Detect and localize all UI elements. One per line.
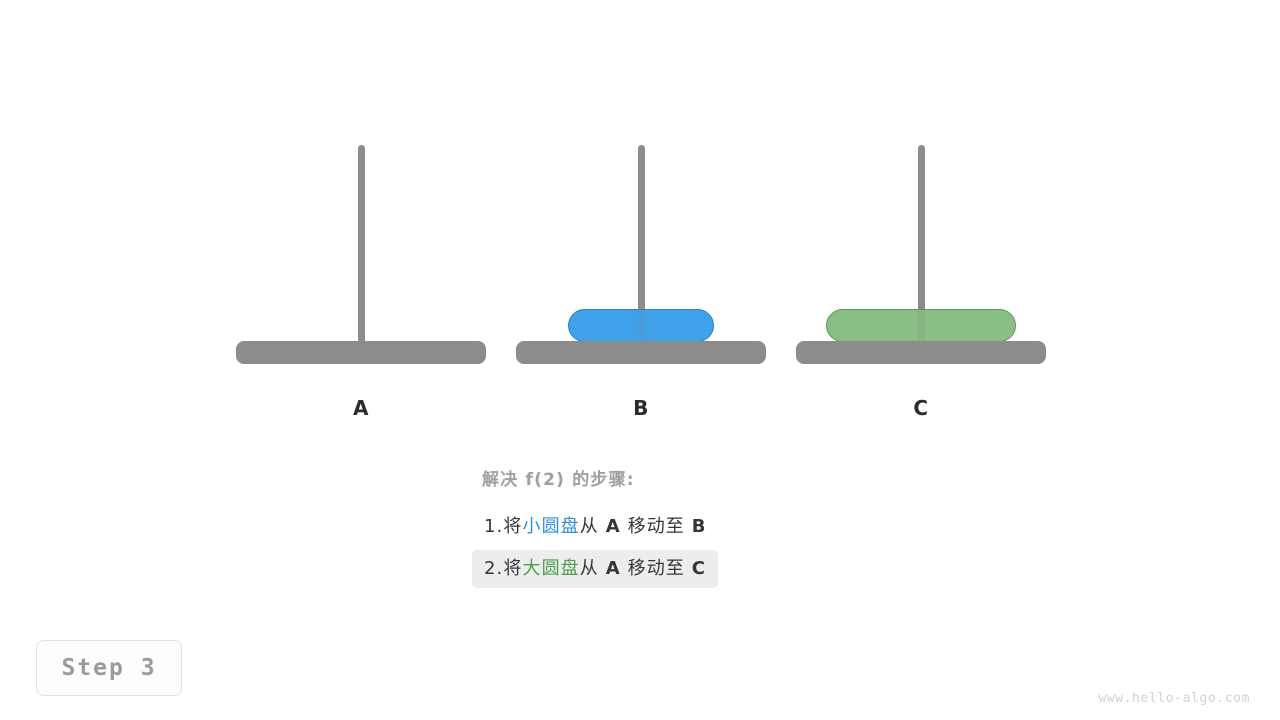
- step-1-move-word: 移动至: [627, 516, 685, 537]
- step-2-verb: 将: [503, 558, 523, 579]
- towers-stage: A B C: [236, 0, 1046, 440]
- step-2-object: 大圆盘: [522, 558, 580, 579]
- step-1-to: B: [691, 516, 707, 537]
- tower-a-base: [236, 341, 486, 364]
- step-1-index: 1.: [484, 516, 504, 537]
- tower-c: C: [796, 0, 1046, 440]
- caption-title: 解决 f(2) 的步骤:: [482, 470, 635, 490]
- tower-b-base: [516, 341, 766, 364]
- step-2-index: 2.: [484, 558, 504, 579]
- step-line-1: 1.将小圆盘从 A 移动至 B: [472, 508, 719, 546]
- watermark: www.hello-algo.com: [1098, 691, 1250, 706]
- step-line-2: 2.将大圆盘从 A 移动至 C: [472, 550, 719, 588]
- tower-c-pole-overlay: [917, 309, 925, 342]
- step-2-to: C: [691, 558, 707, 579]
- tower-a-pole: [357, 145, 365, 345]
- step-2-from: A: [605, 558, 621, 579]
- steps-list: 1.将小圆盘从 A 移动至 B 2.将大圆盘从 A 移动至 C: [0, 508, 1280, 592]
- caption-block: 解决 f(2) 的步骤: 1.将小圆盘从 A 移动至 B 2.将大圆盘从 A 移…: [0, 466, 1280, 592]
- step-1-from-word: 从: [579, 516, 599, 537]
- tower-a-label: A: [353, 396, 369, 420]
- tower-b: B: [516, 0, 766, 440]
- step-1-from: A: [605, 516, 621, 537]
- step-1-object: 小圆盘: [522, 516, 580, 537]
- tower-b-label: B: [633, 396, 649, 420]
- tower-c-label: C: [913, 396, 929, 420]
- tower-b-pole: [637, 145, 645, 345]
- step-badge: Step 3: [36, 640, 182, 696]
- step-1-verb: 将: [503, 516, 523, 537]
- tower-b-pole-overlay: [637, 309, 645, 342]
- tower-c-pole: [917, 145, 925, 345]
- step-line-2-wrap: 2.将大圆盘从 A 移动至 C: [472, 550, 1280, 592]
- tower-a: A: [236, 0, 486, 440]
- tower-c-base: [796, 341, 1046, 364]
- step-2-move-word: 移动至: [627, 558, 685, 579]
- step-line-1-wrap: 1.将小圆盘从 A 移动至 B: [472, 508, 1280, 550]
- step-2-from-word: 从: [579, 558, 599, 579]
